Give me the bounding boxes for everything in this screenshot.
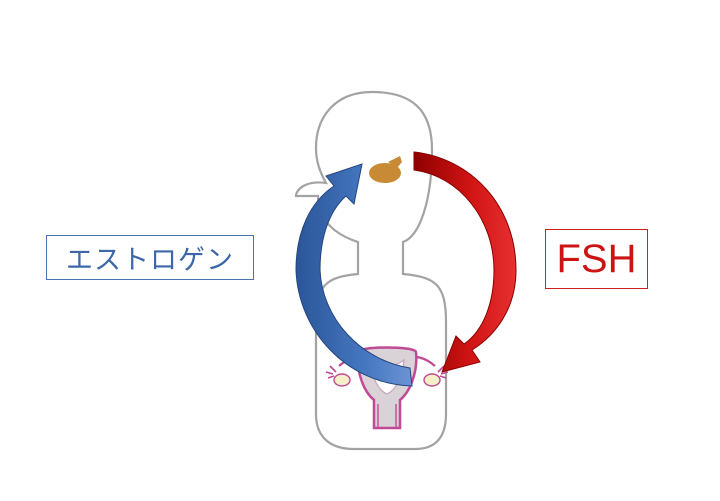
estrogen-arrow (295, 163, 413, 387)
estrogen-label: エストロゲン (66, 245, 234, 276)
fsh-arrow (413, 151, 517, 373)
fsh-label-box: FSH (545, 229, 648, 289)
pituitary-gland-icon (369, 156, 402, 183)
fsh-label: FSH (556, 236, 637, 281)
estrogen-label-box: エストロゲン (46, 235, 254, 280)
